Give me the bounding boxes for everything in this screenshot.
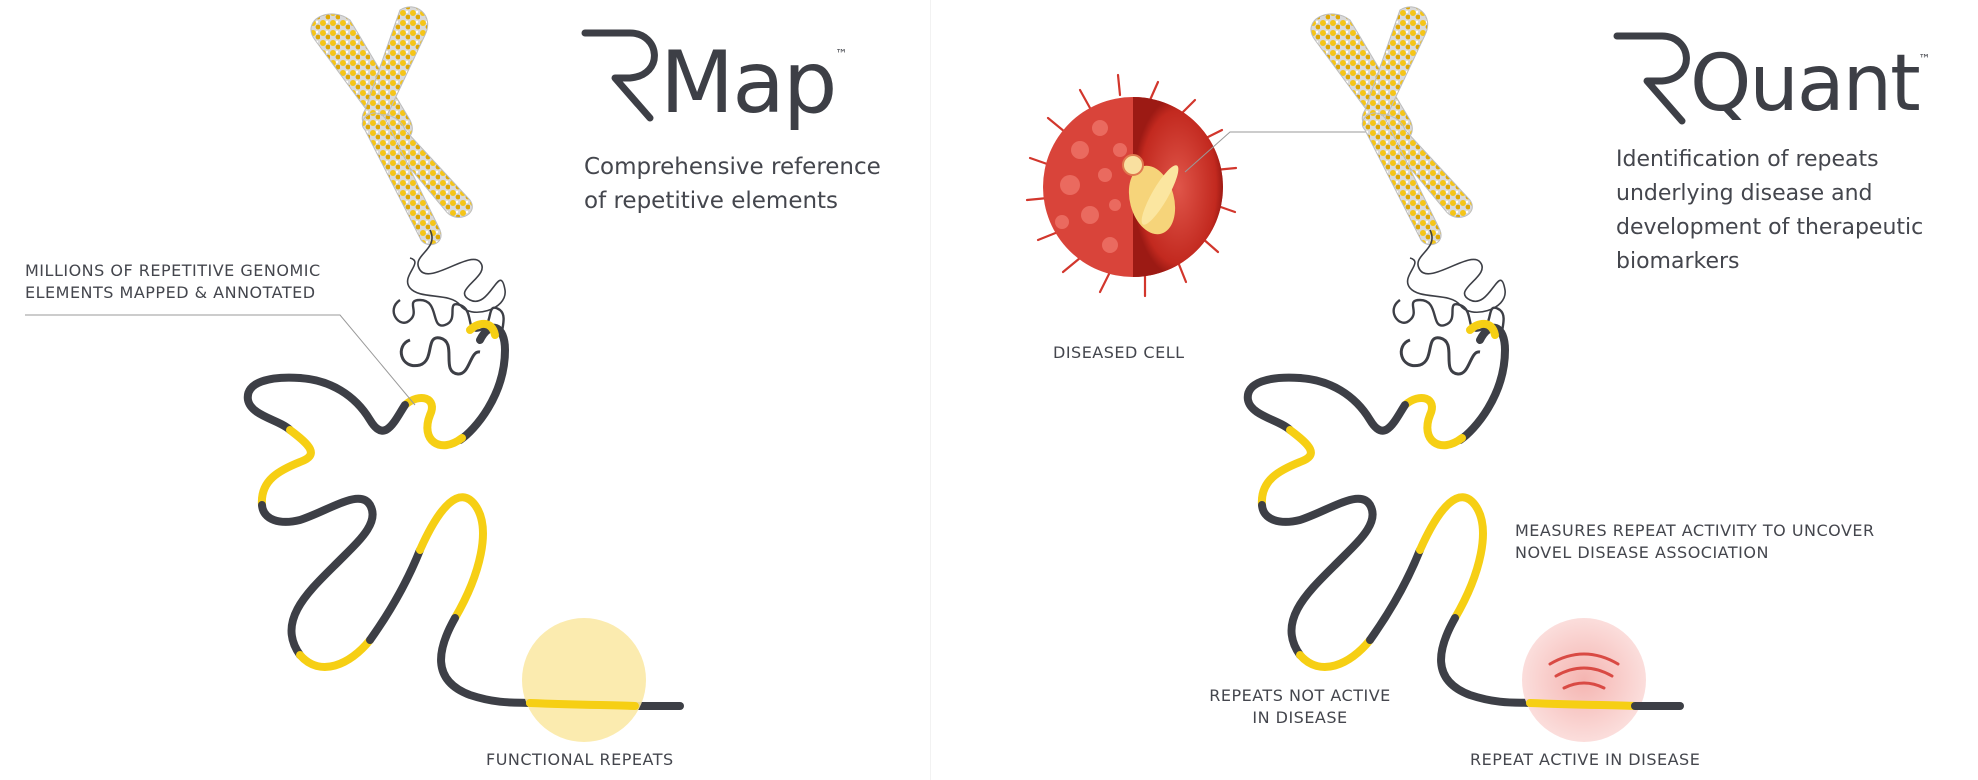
rmap-bottom-label: FUNCTIONAL REPEATS bbox=[486, 749, 674, 771]
rquant-callout: MEASURES REPEAT ACTIVITY TO UNCOVER NOVE… bbox=[1515, 520, 1875, 564]
active-repeat-segment bbox=[1530, 703, 1635, 706]
rmap-tagline: Comprehensive reference of repetitive el… bbox=[584, 150, 881, 218]
diseased-cell-icon bbox=[1027, 75, 1385, 296]
main-dna-strand bbox=[1248, 324, 1530, 703]
diseased-cell-label: DISEASED CELL bbox=[1053, 342, 1185, 364]
rmap-callout: MILLIONS OF REPETITIVE GENOMIC ELEMENTS … bbox=[25, 260, 321, 304]
dna-coil-mid bbox=[401, 338, 480, 374]
chromosome-icon bbox=[1311, 7, 1472, 245]
rmap-callout-line2: ELEMENTS MAPPED & ANNOTATED bbox=[25, 282, 321, 304]
callout-leader-line bbox=[25, 315, 415, 405]
rquant-callout-line2: NOVEL DISEASE ASSOCIATION bbox=[1515, 542, 1875, 564]
r-logo-icon bbox=[1617, 36, 1686, 121]
rquant-brand-title: Quant™ bbox=[1690, 45, 1931, 123]
not-active-line1: REPEATS NOT ACTIVE bbox=[1205, 685, 1395, 707]
rquant-callout-line1: MEASURES REPEAT ACTIVITY TO UNCOVER bbox=[1515, 520, 1875, 542]
rquant-tagline-line3: development of therapeutic bbox=[1616, 211, 1923, 245]
functional-repeat-glow bbox=[522, 618, 646, 742]
rquant-tagline-line1: Identification of repeats bbox=[1616, 143, 1923, 177]
rquant-panel: Quant™ Identification of repeats underly… bbox=[930, 0, 1978, 780]
rquant-tagline: Identification of repeats underlying dis… bbox=[1616, 143, 1923, 279]
rmap-brand-title: Map™ bbox=[660, 40, 848, 126]
rmap-tagline-line1: Comprehensive reference bbox=[584, 150, 881, 184]
active-repeat-label: REPEAT ACTIVE IN DISEASE bbox=[1470, 749, 1700, 771]
rmap-brand-word: Map bbox=[660, 33, 836, 133]
not-active-label: REPEATS NOT ACTIVE IN DISEASE bbox=[1205, 685, 1395, 729]
rmap-trademark: ™ bbox=[836, 47, 848, 61]
active-repeat-glow bbox=[1522, 618, 1646, 742]
not-active-line2: IN DISEASE bbox=[1205, 707, 1395, 729]
rquant-tagline-line4: biomarkers bbox=[1616, 245, 1923, 279]
r-logo-icon bbox=[585, 33, 654, 118]
functional-repeat-segment bbox=[530, 703, 635, 706]
rmap-tagline-line2: of repetitive elements bbox=[584, 184, 881, 218]
rmap-callout-line1: MILLIONS OF REPETITIVE GENOMIC bbox=[25, 260, 321, 282]
dna-coil-mid bbox=[1401, 338, 1480, 374]
rquant-tagline-line2: underlying disease and bbox=[1616, 177, 1923, 211]
chromosome-icon bbox=[311, 7, 472, 245]
rquant-trademark: ™ bbox=[1919, 52, 1931, 66]
rquant-brand-word: Quant bbox=[1690, 39, 1919, 129]
rmap-panel: Map™ Comprehensive reference of repetiti… bbox=[0, 0, 930, 780]
